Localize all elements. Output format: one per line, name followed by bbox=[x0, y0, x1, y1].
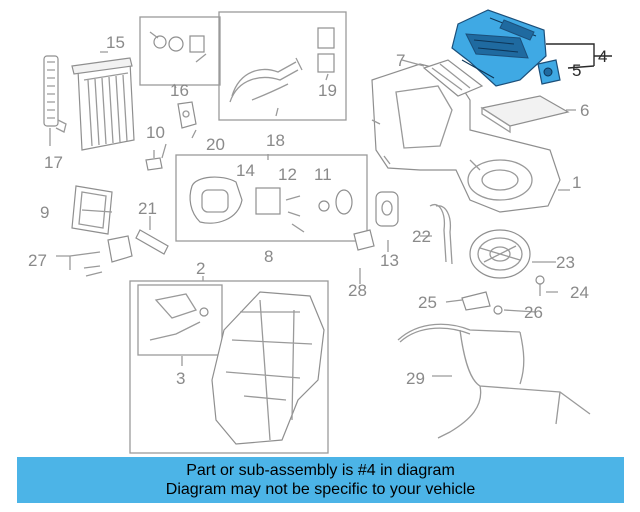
group-box-2 bbox=[129, 280, 329, 454]
highlighted-assembly-part-4 bbox=[451, 9, 547, 87]
callout-8[interactable]: 8 bbox=[264, 247, 273, 266]
callout-3[interactable]: 3 bbox=[176, 369, 185, 388]
clips-part bbox=[149, 31, 207, 63]
actuator-linkage-part bbox=[149, 293, 209, 341]
filter-frame-part bbox=[71, 185, 113, 235]
banner-line-1: Part or sub-assembly is #4 in diagram bbox=[186, 462, 455, 479]
highlighted-part-5 bbox=[537, 59, 561, 85]
group-box-8 bbox=[175, 154, 368, 242]
callout-10[interactable]: 10 bbox=[146, 123, 165, 142]
seal-strip-part bbox=[43, 55, 67, 133]
callout-23[interactable]: 23 bbox=[556, 253, 575, 272]
small-parts-24-26 bbox=[461, 275, 545, 315]
callout-6[interactable]: 6 bbox=[580, 101, 589, 120]
banner-line-2: Diagram may not be specific to your vehi… bbox=[165, 481, 476, 498]
parts-diagram: 1 2 3 4 5 6 7 8 9 10 11 12 13 14 15 16 1… bbox=[28, 9, 612, 454]
callout-22[interactable]: 22 bbox=[412, 227, 431, 246]
hvac-housing-part bbox=[371, 63, 561, 213]
callout-28[interactable]: 28 bbox=[348, 281, 367, 300]
callout-4[interactable]: 4 bbox=[598, 47, 607, 66]
callout-11[interactable]: 11 bbox=[314, 165, 332, 184]
callout-16[interactable]: 16 bbox=[170, 81, 189, 100]
sensor-part bbox=[145, 150, 163, 171]
callout-1[interactable]: 1 bbox=[572, 173, 581, 192]
cabin-filter-part bbox=[480, 95, 570, 134]
hose-part bbox=[229, 27, 335, 103]
callout-25[interactable]: 25 bbox=[418, 293, 437, 312]
bracket-part bbox=[177, 101, 197, 129]
callout-7[interactable]: 7 bbox=[396, 51, 405, 70]
callout-15[interactable]: 15 bbox=[106, 33, 125, 52]
info-banner: Part or sub-assembly is #4 in diagram Di… bbox=[17, 457, 624, 503]
actuator-part bbox=[83, 229, 169, 277]
callout-14[interactable]: 14 bbox=[236, 161, 255, 180]
group-box-16 bbox=[139, 16, 221, 86]
bracket-part-13 bbox=[353, 191, 399, 251]
callout-5[interactable]: 5 bbox=[572, 61, 581, 80]
callout-9[interactable]: 9 bbox=[40, 203, 49, 222]
tube-part-22 bbox=[429, 204, 453, 265]
wiring-harness-part bbox=[397, 323, 591, 439]
callout-13[interactable]: 13 bbox=[380, 251, 399, 270]
callout-17[interactable]: 17 bbox=[44, 153, 63, 172]
callout-29[interactable]: 29 bbox=[406, 369, 425, 388]
blower-part bbox=[469, 229, 531, 279]
group-box-3 bbox=[137, 284, 223, 356]
callout-21[interactable]: 21 bbox=[138, 199, 157, 218]
callout-18[interactable]: 18 bbox=[266, 131, 285, 150]
gasket-part bbox=[189, 176, 353, 233]
callout-12[interactable]: 12 bbox=[278, 165, 297, 184]
evaporator-part bbox=[71, 57, 135, 151]
lower-housing-part bbox=[211, 291, 325, 445]
callout-27[interactable]: 27 bbox=[28, 251, 47, 270]
group-box-18 bbox=[218, 11, 347, 121]
callout-2[interactable]: 2 bbox=[196, 259, 205, 278]
callout-24[interactable]: 24 bbox=[570, 283, 589, 302]
callout-19[interactable]: 19 bbox=[318, 81, 337, 100]
seal-part-7 bbox=[422, 59, 484, 97]
callout-20[interactable]: 20 bbox=[206, 135, 225, 154]
callout-26[interactable]: 26 bbox=[524, 303, 543, 322]
